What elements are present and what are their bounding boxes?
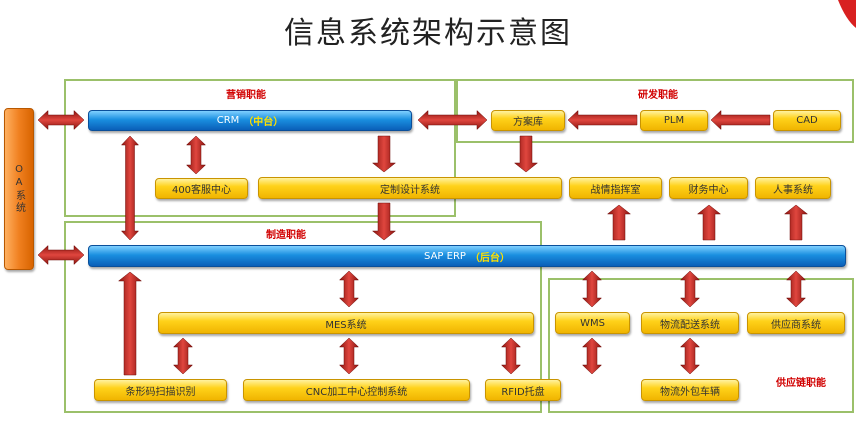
cad-box[interactable]: CAD — [773, 110, 841, 131]
arrow-sap-finance — [696, 204, 722, 241]
logistics-outsource-box[interactable]: 物流外包车辆 — [641, 379, 739, 401]
oa-system-label: OA系统 — [13, 164, 25, 214]
supply-chain-region — [548, 278, 854, 413]
arrow-design-sap — [371, 202, 397, 241]
arrow-sap-logistics — [679, 270, 701, 308]
supplier-system-box[interactable]: 供应商系统 — [747, 312, 845, 334]
arrow-oa-sap — [37, 244, 85, 266]
crm-bar[interactable]: CRM（中台） — [88, 110, 412, 131]
sap-erp-label: SAP ERP — [424, 250, 466, 262]
corner-decoration — [838, 0, 856, 28]
scheme-library-box[interactable]: 方案库 — [491, 110, 565, 131]
sap-erp-bar[interactable]: SAP ERP（后台） — [88, 245, 846, 267]
arrow-crm-scheme — [417, 109, 488, 131]
strategy-room-box[interactable]: 战情指挥室 — [569, 177, 662, 199]
arrow-crm-sap — [120, 135, 140, 241]
hr-system-box[interactable]: 人事系统 — [755, 177, 831, 199]
call-center-box[interactable]: 400客服中心 — [155, 178, 248, 199]
arrow-cad-plm — [710, 109, 771, 131]
arrow-crm-callcenter — [185, 135, 207, 175]
arrow-logistics-outsource — [679, 337, 701, 375]
supply-chain-region-label: 供应链职能 — [776, 378, 826, 389]
arrow-sap-supplier — [785, 270, 807, 308]
arrow-oa-crm — [37, 109, 85, 131]
arrow-sap-wms — [581, 270, 603, 308]
barcode-scan-box[interactable]: 条形码扫描识别 — [94, 379, 227, 401]
arrow-mes-rfid — [500, 337, 522, 375]
page-title: 信息系统架构示意图 — [284, 16, 572, 51]
crm-tag: （中台） — [243, 117, 284, 128]
crm-label: CRM — [216, 115, 240, 126]
arrow-sap-hr — [783, 204, 809, 241]
marketing-region-label: 营销职能 — [226, 90, 266, 101]
arrow-scheme-strategy — [513, 135, 539, 173]
arrow-crm-design — [371, 135, 397, 173]
oa-system-box[interactable]: OA系统 — [4, 108, 34, 270]
plm-box[interactable]: PLM — [640, 110, 708, 131]
sap-erp-tag: （后台） — [469, 252, 510, 264]
wms-box[interactable]: WMS — [555, 312, 630, 334]
arrow-wms-rfid — [581, 337, 603, 375]
arrow-barcode-sap — [117, 271, 143, 376]
manufacturing-region — [64, 221, 542, 413]
arrow-mes-barcode — [172, 337, 194, 375]
rnd-region-label: 研发职能 — [638, 90, 678, 101]
marketing-region — [64, 79, 456, 217]
arrow-sap-strategy — [606, 204, 632, 241]
mes-system-box[interactable]: MES系统 — [158, 312, 534, 334]
cnc-control-box[interactable]: CNC加工中心控制系统 — [243, 379, 470, 401]
manufacturing-region-label: 制造职能 — [266, 230, 306, 241]
rfid-pallet-box[interactable]: RFID托盘 — [485, 379, 561, 401]
custom-design-box[interactable]: 定制设计系统 — [258, 177, 562, 199]
arrow-sap-mes — [338, 270, 360, 308]
finance-center-box[interactable]: 财务中心 — [669, 177, 748, 199]
arrow-mes-cnc — [338, 337, 360, 375]
rnd-region — [456, 79, 854, 143]
logistics-delivery-box[interactable]: 物流配送系统 — [641, 312, 739, 334]
arrow-plm-scheme — [567, 109, 638, 131]
